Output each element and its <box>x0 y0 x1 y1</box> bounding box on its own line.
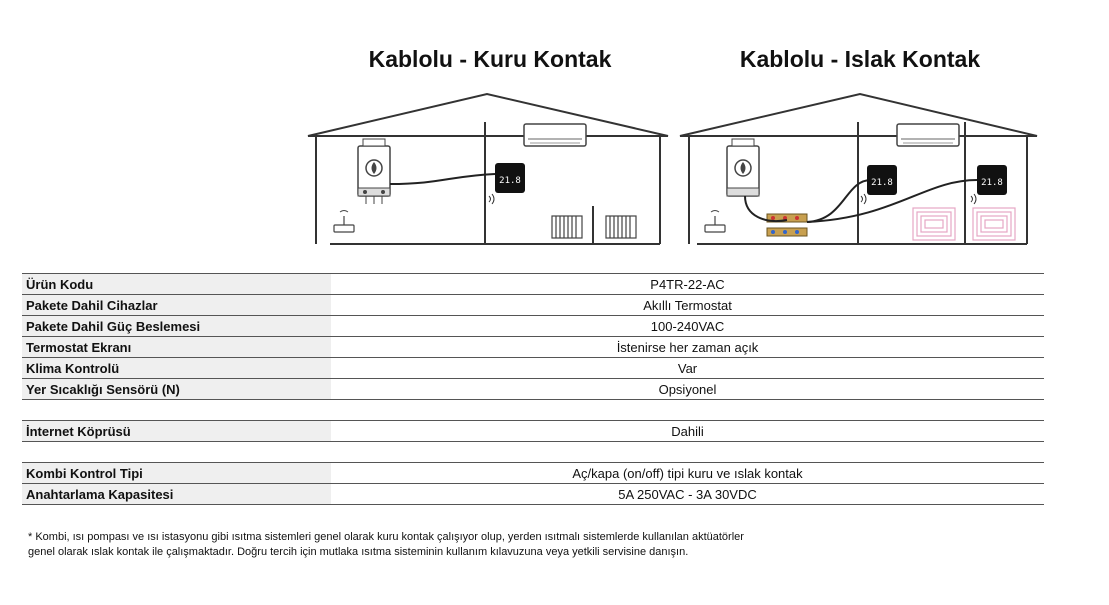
spec-label: Klima Kontrolü <box>22 357 331 379</box>
router-icon <box>333 210 355 233</box>
spec-value: P4TR-22-AC <box>331 273 1044 295</box>
wire <box>806 179 872 223</box>
spec-label: Anahtarlama Kapasitesi <box>22 483 331 505</box>
thermostat-icon: 21.8 <box>860 165 897 205</box>
thermostat-icon: 21.8 <box>488 163 525 205</box>
diagram-title-wet-contact: Kablolu - Islak Kontak <box>739 46 981 72</box>
router-icon <box>704 210 726 233</box>
spec-value: Akıllı Termostat <box>331 294 1044 316</box>
footnote-line: * Kombi, ısı pompası ve ısı istasyonu gi… <box>28 531 744 543</box>
spec-value: Aç/kapa (on/off) tipi kuru ve ıslak kont… <box>331 462 1044 484</box>
air-conditioner-icon <box>896 123 960 147</box>
footnote-line: genel olarak ıslak kontak ile çalışmakta… <box>28 546 689 558</box>
spec-value: İstenirse her zaman açık <box>331 336 1044 358</box>
spec-label: Pakete Dahil Cihazlar <box>22 294 331 316</box>
spec-label: Ürün Kodu <box>22 273 331 295</box>
floor-heating-icon <box>912 207 956 241</box>
spec-value: Var <box>331 357 1044 379</box>
table-row: Yer Sıcaklığı Sensörü (N)Opsiyonel <box>22 378 1044 400</box>
footnote: * Kombi, ısı pompası ve ısı istasyonu gi… <box>28 530 828 560</box>
spec-value: Opsiyonel <box>331 378 1044 400</box>
table-row-spacer <box>22 399 1044 421</box>
thermostat-icon: 21.8 <box>970 165 1007 205</box>
table-row-spacer <box>22 441 1044 463</box>
air-conditioner-icon <box>523 123 587 147</box>
floor-heating-icon <box>972 207 1016 241</box>
boiler-icon <box>357 138 391 204</box>
wire <box>389 173 496 185</box>
manifold-icon <box>766 213 808 237</box>
radiator-icon <box>551 215 583 239</box>
wire <box>744 195 788 222</box>
spec-label: Kombi Kontrol Tipi <box>22 462 331 484</box>
svg-text:21.8: 21.8 <box>499 176 521 186</box>
spec-label: Pakete Dahil Güç Beslemesi <box>22 315 331 337</box>
radiator-icon <box>605 215 637 239</box>
spec-label: Yer Sıcaklığı Sensörü (N) <box>22 378 331 400</box>
house-outline <box>307 92 669 137</box>
wire <box>806 179 978 223</box>
svg-text:21.8: 21.8 <box>871 178 893 188</box>
svg-text:21.8: 21.8 <box>981 178 1003 188</box>
spec-value: Dahili <box>331 420 1044 442</box>
wet-contact-diagram: 21.8 21.8 <box>679 92 1038 245</box>
diagram-title-dry-contact: Kablolu - Kuru Kontak <box>368 46 612 72</box>
dry-contact-diagram: 21.8 <box>307 92 669 245</box>
spec-label: Termostat Ekranı <box>22 336 331 358</box>
spec-value: 5A 250VAC - 3A 30VDC <box>331 483 1044 505</box>
spec-label: İnternet Köprüsü <box>22 420 331 442</box>
spec-value: 100-240VAC <box>331 315 1044 337</box>
boiler-icon <box>726 138 760 197</box>
